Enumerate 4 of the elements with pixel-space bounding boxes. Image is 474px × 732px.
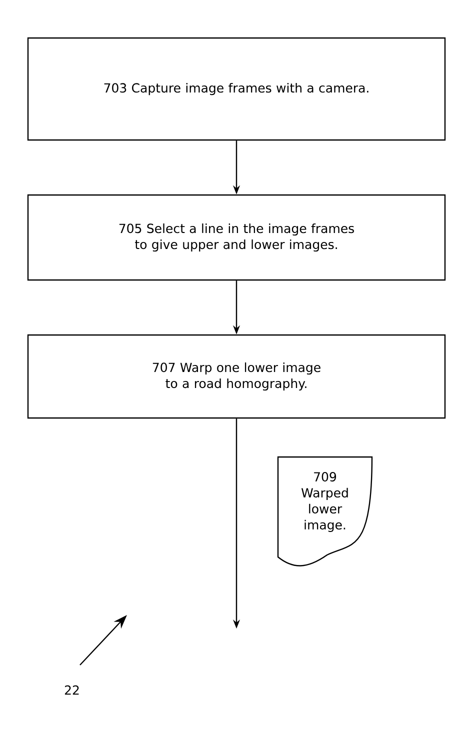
process-box: 703 Capture image frames with a camera. <box>27 37 446 141</box>
process-box: 707 Warp one lower image to a road homography. <box>27 334 446 419</box>
process-box: 705 Select a line in the image frames to give upper and lower images. <box>27 194 446 281</box>
reference-number: 22 <box>64 685 79 695</box>
